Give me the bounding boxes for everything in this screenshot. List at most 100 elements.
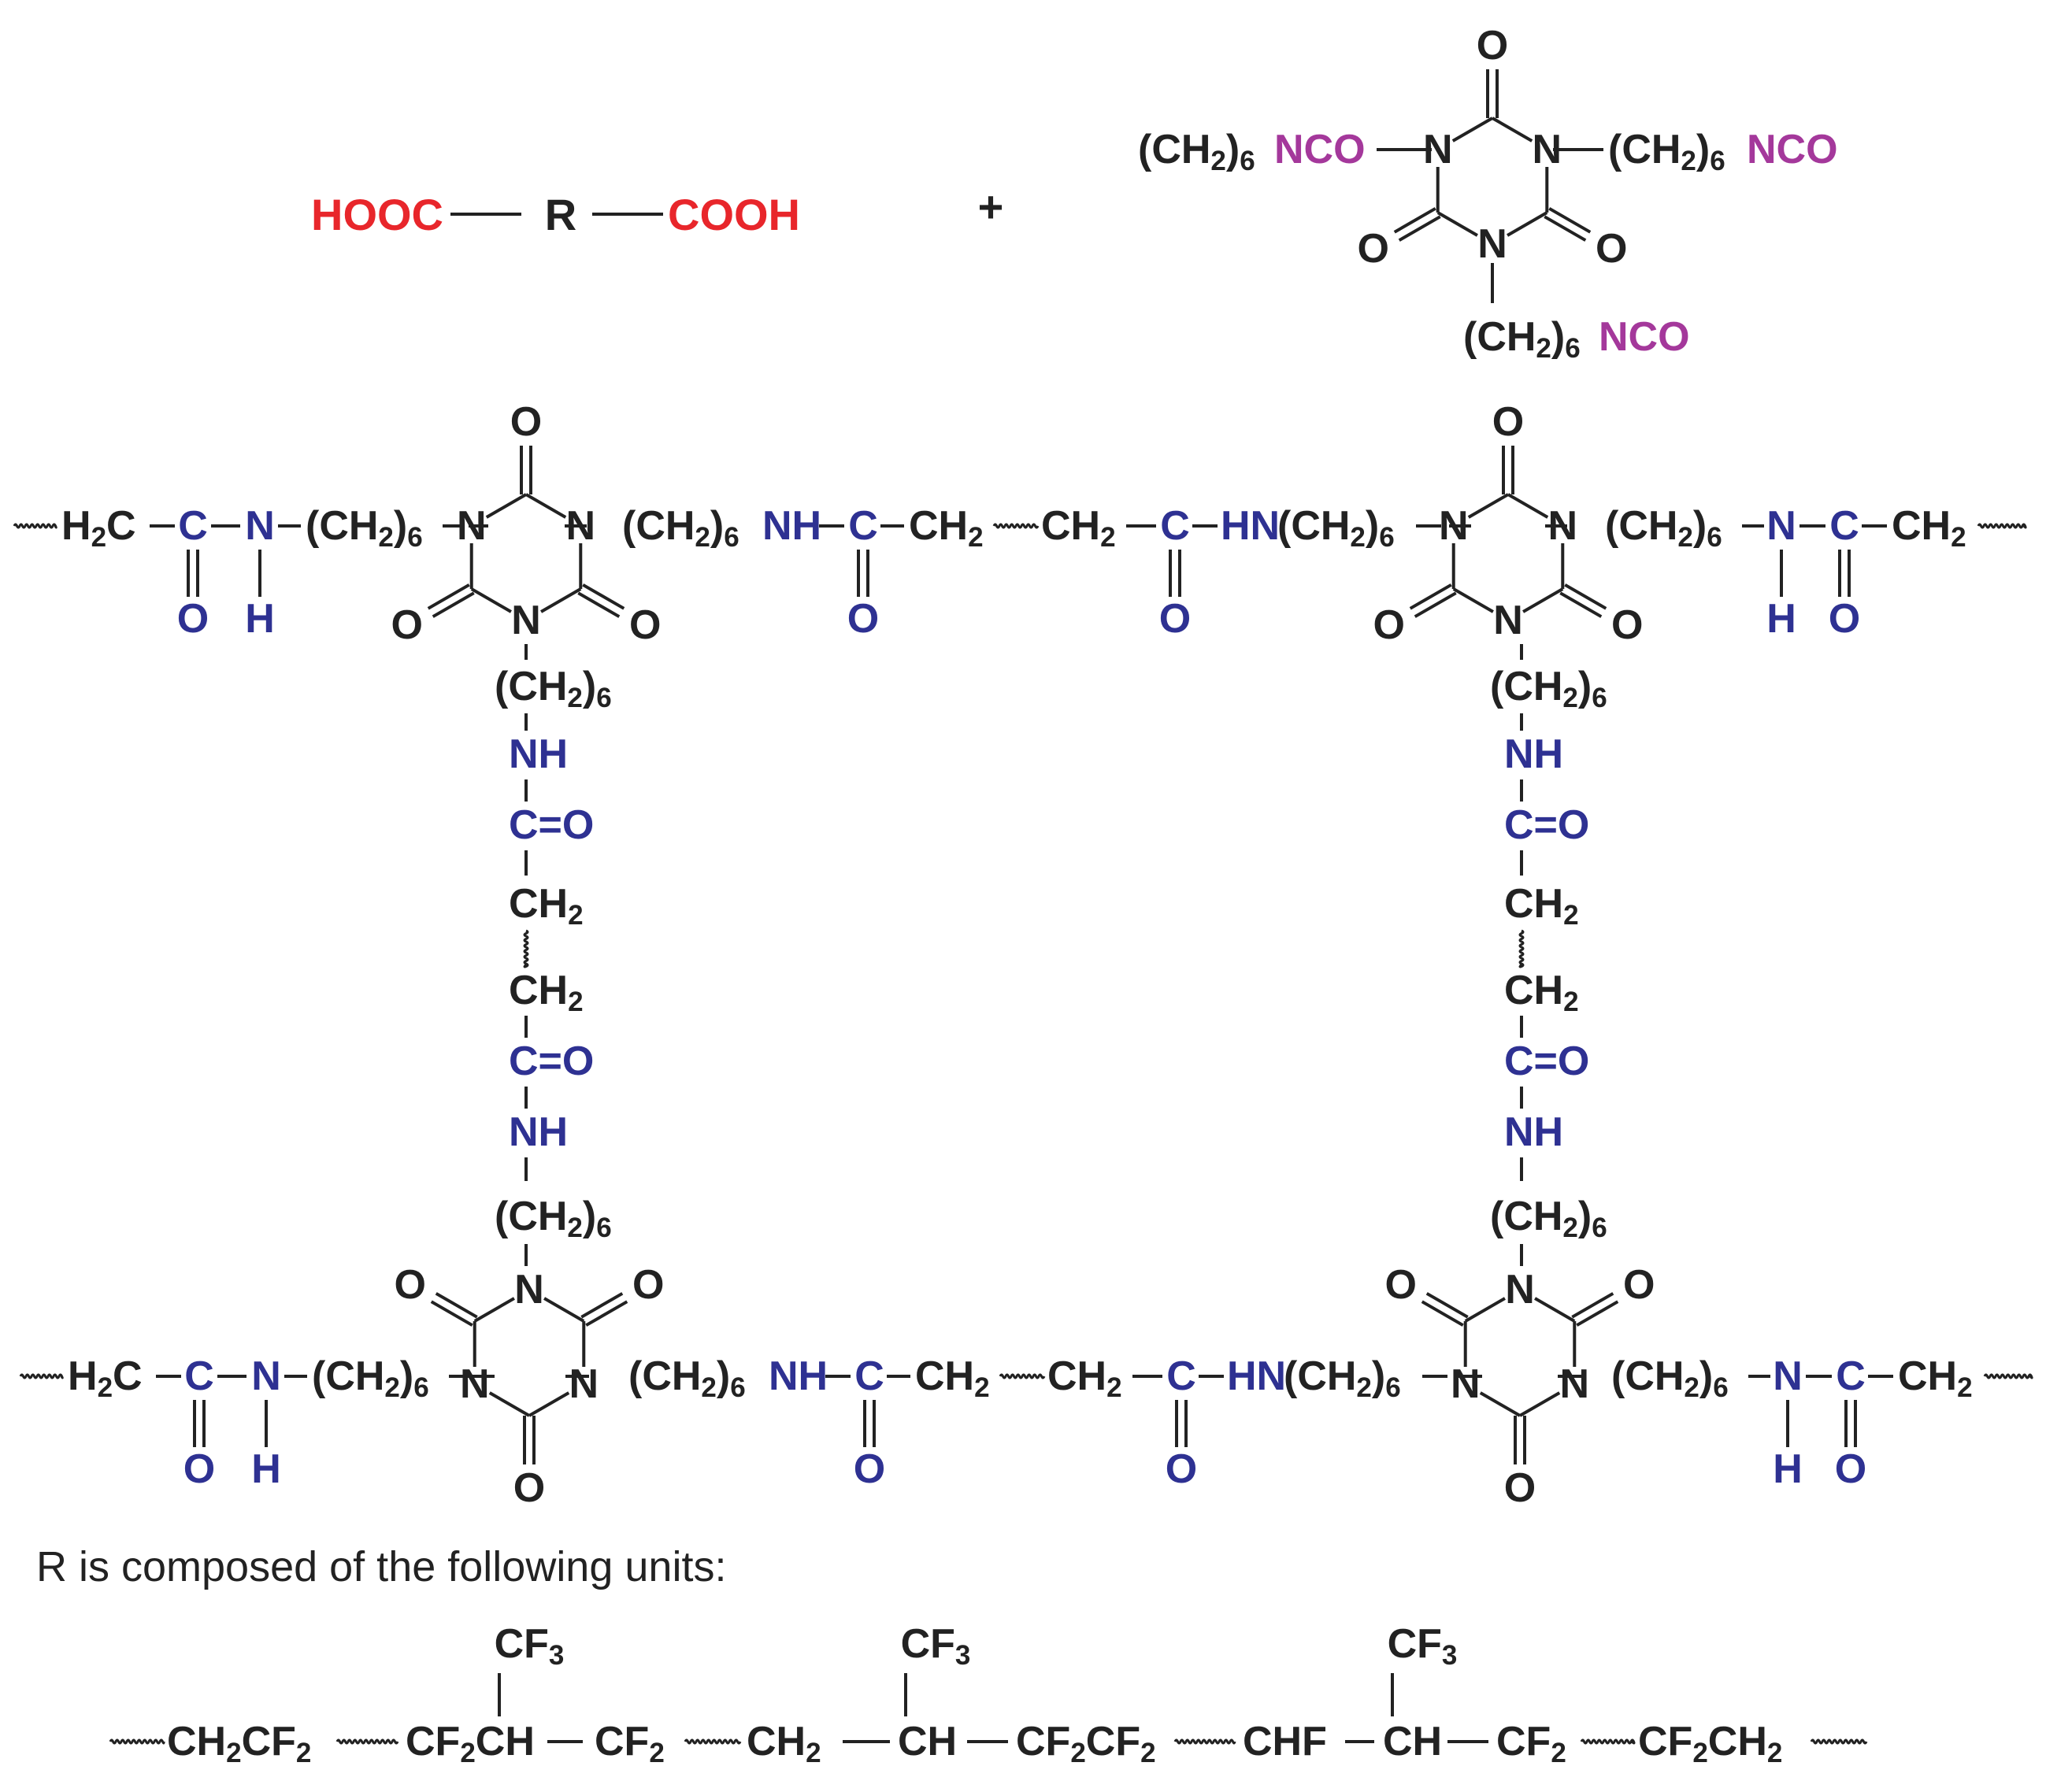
amide-nitrogen: N bbox=[245, 503, 275, 549]
hexamethylene-spacer: (CH2)6 bbox=[628, 1353, 746, 1403]
ring-bond bbox=[1507, 211, 1548, 237]
ring-nitrogen-right: N bbox=[1532, 127, 1562, 172]
wavy-chain-continuation bbox=[1810, 1738, 1868, 1745]
methylene: CH2 bbox=[1892, 503, 1966, 553]
ring-nitrogen-bottom: N bbox=[511, 598, 541, 643]
amide-carbon: C bbox=[178, 503, 208, 549]
carbonyl-bond bbox=[432, 591, 475, 618]
carbonyl-bond bbox=[1548, 207, 1592, 234]
r-unit-segment: CF2 bbox=[1496, 1719, 1566, 1768]
ring-oxygen-left: O bbox=[1357, 226, 1388, 272]
r-unit-segment: CF2CH bbox=[406, 1719, 535, 1768]
carbonyl-bond bbox=[580, 1292, 624, 1319]
crosslink-carbonyl: C=O bbox=[1504, 1039, 1589, 1084]
methylene: CH2 bbox=[1898, 1353, 1973, 1403]
methylene: CH2 bbox=[909, 503, 984, 553]
carbonyl-bond bbox=[582, 583, 625, 610]
wavy-chain-continuation bbox=[19, 1373, 64, 1379]
ring-oxygen-bottom: O bbox=[513, 1465, 545, 1511]
amide-oxygen: O bbox=[1159, 596, 1191, 642]
hexamethylene-spacer: (CH2)6 bbox=[495, 1194, 612, 1243]
ring-bond bbox=[1451, 117, 1494, 143]
ring-oxygen-right: O bbox=[1623, 1262, 1655, 1308]
carbonyl-bond bbox=[1393, 207, 1436, 234]
ring-oxygen-right: O bbox=[629, 602, 661, 648]
ring-oxygen-left: O bbox=[394, 1262, 425, 1308]
ring-bond bbox=[485, 493, 528, 519]
wavy-chain-continuation bbox=[992, 523, 1040, 529]
amide-nh: NH bbox=[762, 503, 821, 549]
amide-carbon: C bbox=[1160, 503, 1190, 549]
ring-oxygen-left: O bbox=[1373, 602, 1404, 648]
triisocyanate-nco-bottom: NCO bbox=[1599, 314, 1690, 360]
ring-nitrogen-left: N bbox=[460, 1361, 490, 1407]
ring-oxygen-bottom: O bbox=[1504, 1465, 1536, 1511]
carbonyl-bond bbox=[585, 1300, 628, 1327]
ring-nitrogen-top: N bbox=[1505, 1267, 1535, 1313]
r-unit-segment: CH bbox=[1383, 1719, 1442, 1764]
r-branch-cf3-1: CF3 bbox=[495, 1621, 565, 1671]
carbonyl-bond bbox=[430, 1300, 473, 1327]
carbonyl-bond bbox=[1544, 215, 1587, 242]
r-branch-cf3-2: CF3 bbox=[901, 1621, 971, 1671]
wavy-chain-continuation bbox=[109, 1738, 165, 1745]
methylene: CH2 bbox=[1041, 503, 1116, 553]
crosslink-nh: NH bbox=[509, 1109, 568, 1155]
ring-bond bbox=[1507, 493, 1549, 519]
hexamethylene-spacer: (CH2)6 bbox=[622, 503, 739, 553]
carbonyl-bond bbox=[1559, 591, 1603, 618]
methylene: CH2 bbox=[915, 1353, 990, 1403]
r-unit-segment: CH bbox=[898, 1719, 957, 1764]
ring-oxygen-right: O bbox=[1596, 226, 1627, 272]
hexamethylene-spacer: (CH2)6 bbox=[1490, 664, 1607, 713]
crosslink-methylene: CH2 bbox=[509, 881, 584, 931]
wavy-chain-continuation bbox=[1173, 1738, 1236, 1745]
amide-hydrogen: H bbox=[245, 596, 275, 642]
ring-bond bbox=[1522, 587, 1564, 613]
amide-hn: HN bbox=[1221, 503, 1280, 549]
amide-oxygen: O bbox=[1166, 1446, 1197, 1492]
ring-oxygen-right: O bbox=[1611, 602, 1643, 648]
ring-bond bbox=[1464, 1297, 1506, 1323]
triisocyanate-nco-right: NCO bbox=[1747, 127, 1838, 172]
amide-carbon: C bbox=[1829, 503, 1859, 549]
carbonyl-bond bbox=[1398, 215, 1441, 242]
ring-nitrogen-bottom: N bbox=[1493, 598, 1523, 643]
crosslink-carbonyl: C=O bbox=[509, 1039, 594, 1084]
wavy-chain-continuation bbox=[335, 1738, 399, 1745]
ring-bond bbox=[473, 1297, 515, 1323]
wavy-chain-continuation bbox=[1518, 929, 1525, 968]
carbonyl-bond bbox=[1409, 583, 1452, 610]
ring-bond bbox=[488, 1391, 531, 1417]
carbonyl-bond bbox=[435, 1292, 478, 1319]
hexamethylene-spacer: (CH2)6 bbox=[495, 664, 612, 713]
chain-h2c: H2C bbox=[68, 1353, 143, 1403]
hexamethylene-spacer: (CH2)6 bbox=[1490, 1194, 1607, 1243]
carbonyl-bond bbox=[577, 591, 621, 618]
crosslink-methylene: CH2 bbox=[509, 968, 584, 1017]
ring-bond bbox=[470, 587, 512, 613]
amide-oxygen: O bbox=[1835, 1446, 1866, 1492]
ring-bond bbox=[528, 1391, 570, 1417]
r-unit-segment: CF2 bbox=[595, 1719, 665, 1768]
ring-bond bbox=[1534, 1297, 1576, 1323]
ring-nitrogen-bottom: N bbox=[1477, 221, 1507, 267]
ring-bond bbox=[1452, 587, 1494, 613]
diacid-left-carboxyl: HOOC bbox=[311, 190, 443, 239]
ring-nitrogen-left: N bbox=[457, 503, 487, 549]
ring-bond bbox=[543, 1297, 585, 1323]
methylene: CH2 bbox=[1047, 1353, 1122, 1403]
amide-hn: HN bbox=[1227, 1353, 1286, 1399]
ring-nitrogen-left: N bbox=[1423, 127, 1453, 172]
amide-nitrogen: N bbox=[251, 1353, 281, 1399]
amide-carbon: C bbox=[854, 1353, 884, 1399]
ring-bond bbox=[1467, 493, 1510, 519]
r-unit-segment: CF2CF2 bbox=[1016, 1719, 1156, 1768]
wavy-chain-continuation bbox=[13, 523, 57, 529]
amide-oxygen: O bbox=[183, 1446, 215, 1492]
crosslink-carbonyl: C=O bbox=[509, 802, 594, 848]
amide-hydrogen: H bbox=[251, 1446, 281, 1492]
hexamethylene-spacer: (CH2)6 bbox=[312, 1353, 429, 1403]
ring-bond bbox=[1479, 1391, 1522, 1417]
